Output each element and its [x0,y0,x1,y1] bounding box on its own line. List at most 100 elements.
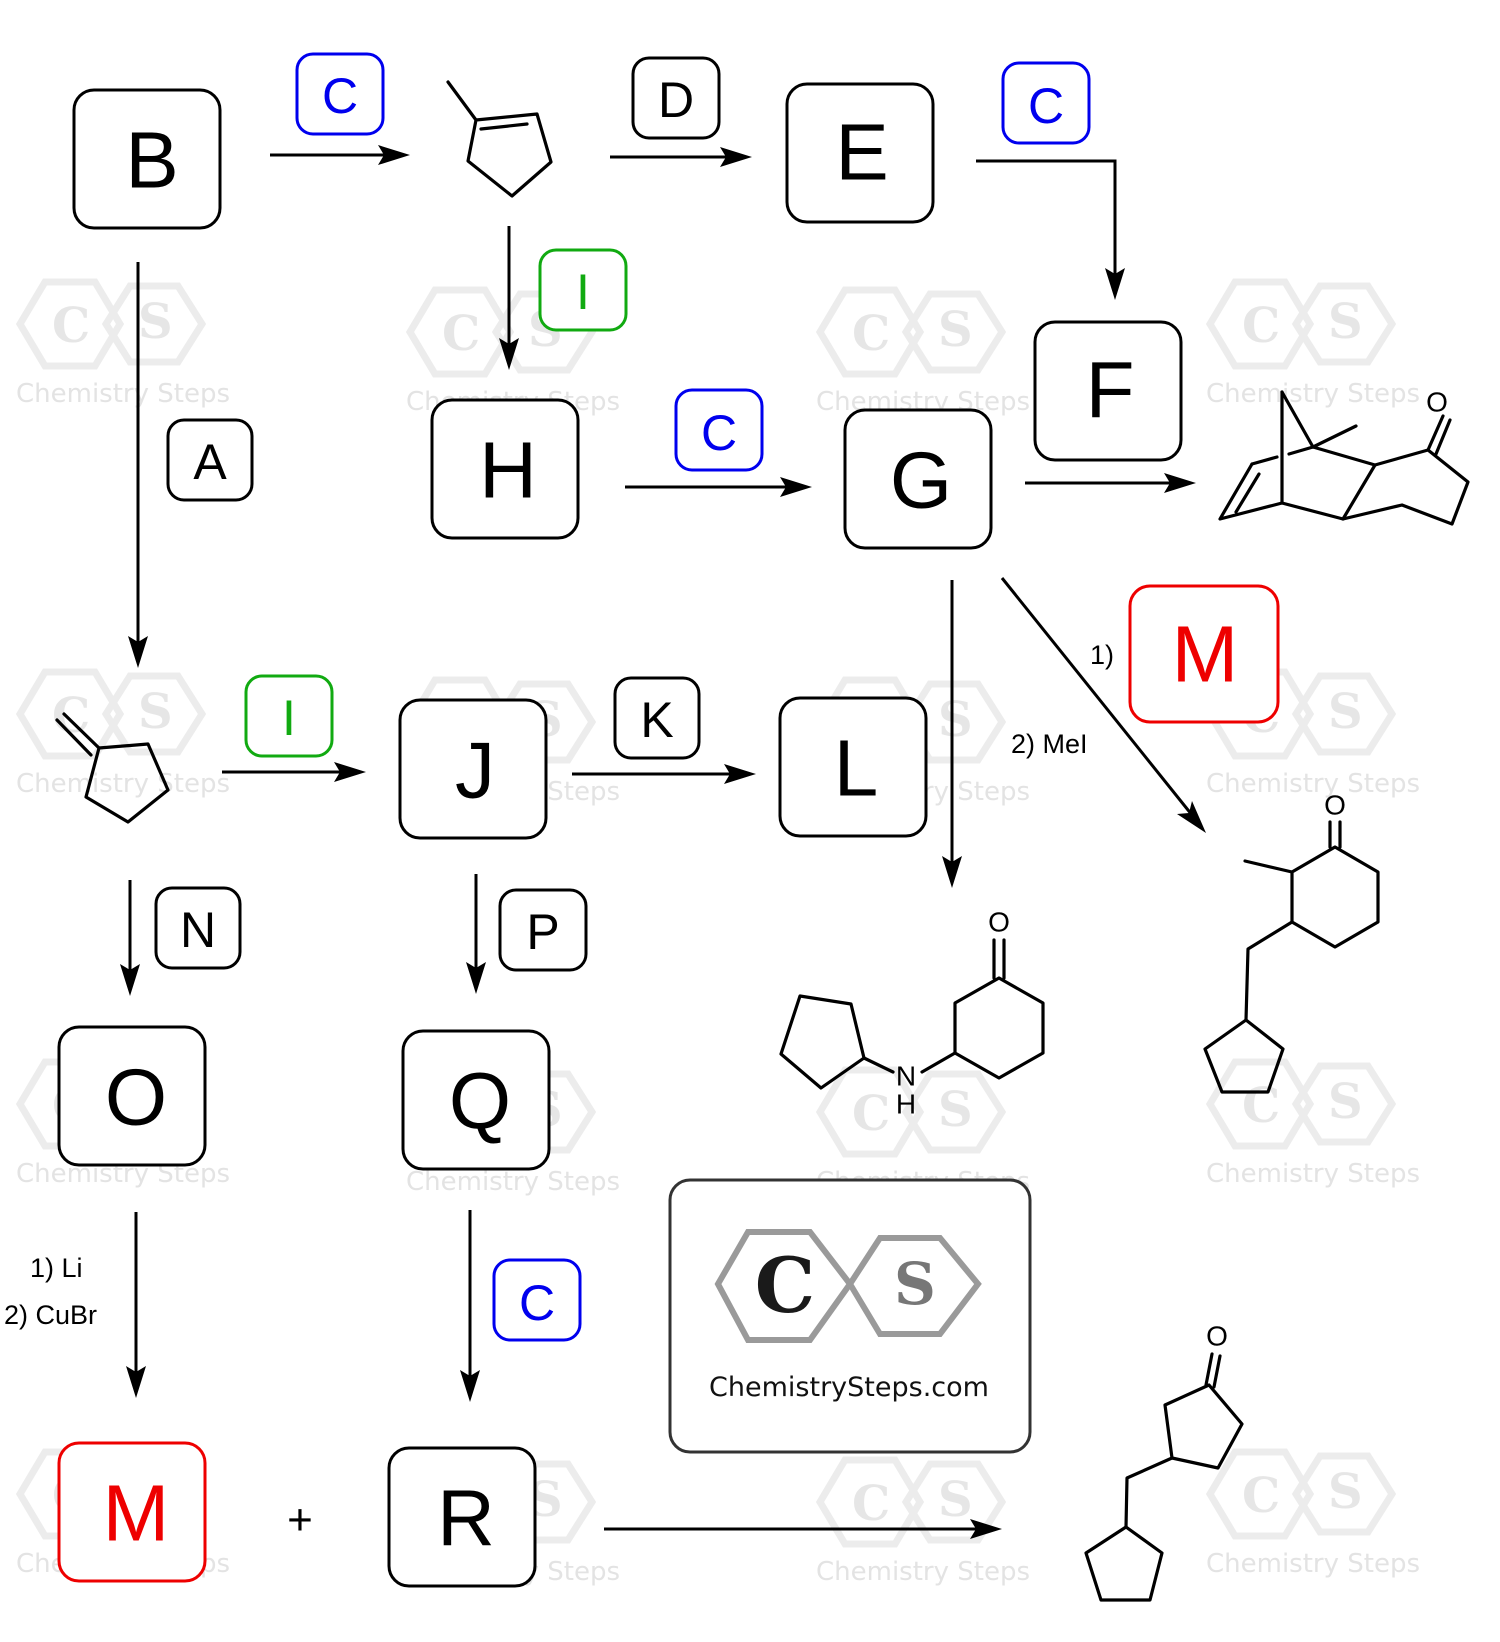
arrow-g-to-amine-product [942,580,962,888]
compound-label-q: Q [449,1057,511,1146]
reagent-label-i: I [576,264,590,320]
watermark-letter-c: C [1242,1468,1280,1524]
watermark-letter-c: C [1242,298,1280,354]
watermark-letter-s: S [1328,1464,1363,1520]
condition-li: 1) Li [30,1253,83,1283]
reagent-box-a: A [166,418,254,502]
compound-box-j: J [398,698,548,840]
reagent-label-i: I [282,690,296,746]
reagent-box-c-2: C [1001,61,1091,145]
logo-site-text: ChemistrySteps.com [709,1372,989,1403]
reagent-label-c: C [519,1275,555,1331]
watermark-text: Chemistry Steps [1206,769,1420,799]
compound-box-g: G [843,408,993,550]
atom-label-oxygen: O [1426,387,1448,418]
watermark-letter-c: C [442,306,480,362]
arrow-methylcyclopentene-to-e [610,147,752,167]
compound-box-m: M [57,1441,207,1583]
compound-box-b: B [72,88,222,230]
structure-diels-alder-product: O [1218,387,1470,526]
reagent-box-n: N [154,886,242,970]
compound-label-m: M [103,1469,170,1558]
condition-step-1: 1) [1090,640,1114,670]
watermark-text: Chemistry Steps [16,379,230,409]
watermark-letter-c: C [852,306,890,362]
reagent-box-c-1: C [295,52,385,136]
compound-box-r: R [387,1446,537,1588]
compound-box-o: O [57,1025,207,1167]
compound-box-l: L [778,696,928,838]
arrow-b-to-methylenecyclopentane [128,262,148,668]
arrow-e-to-f [976,159,1125,300]
structure-methylenecyclopentane [55,712,170,824]
arrow-b-to-methylcyclopentene [270,145,410,165]
watermark-letter-s: S [938,692,973,748]
watermark-text: Chemistry Steps [1206,1549,1420,1579]
watermark-letter-s: S [138,684,173,740]
logo-letter-c: C [755,1241,816,1330]
atom-label-oxygen: O [1206,1321,1228,1352]
watermark-letter-s: S [138,294,173,350]
atom-label-oxygen: O [988,907,1010,938]
compound-label-g: G [890,436,952,525]
watermark-letter-s: S [938,1472,973,1528]
structure-final-product: O [1084,1321,1244,1602]
arrow-m-plus-r-to-final-product [604,1519,1002,1539]
arrow-g-to-diels-alder-product [1025,473,1196,493]
reagent-label-m: M [1172,610,1239,699]
atom-label-nitrogen: N [896,1061,916,1092]
arrow-methylcyclopentene-to-h [499,226,519,370]
watermark-letter-c: C [52,298,90,354]
compound-label-e: E [835,108,888,197]
atom-label-hydrogen: H [896,1089,916,1120]
compound-box-e: E [785,82,935,224]
logo-letter-s: S [894,1250,936,1318]
chemistrysteps-logo-card: C S ChemistrySteps.com [668,1178,1032,1454]
arrow-methylenecyclopentane-to-o [120,880,140,996]
condition-cubr: 2) CuBr [4,1300,97,1330]
compound-label-l: L [834,724,879,813]
arrow-j-to-l [572,764,756,784]
compound-box-h: H [430,398,580,540]
reagent-label-c: C [1028,78,1064,134]
reagent-label-a: A [193,434,227,490]
structure-methylated-product: O [1203,790,1380,1094]
watermark-letter-s: S [938,1082,973,1138]
reagent-box-p: P [498,888,588,972]
compound-label-o: O [105,1053,167,1142]
compound-label-f: F [1086,346,1135,435]
compound-label-r: R [437,1474,495,1563]
compound-label-b: B [125,116,178,205]
condition-step-2: 2) MeI [1011,729,1088,759]
compound-box-q: Q [401,1029,551,1171]
watermark-letter-s: S [1328,294,1363,350]
watermark-letter-s: S [1328,684,1363,740]
arrow-methylenecyclopentane-to-j [222,762,366,782]
compound-label-h: H [479,426,537,515]
watermark-text: Chemistry Steps [1206,379,1420,409]
plus-sign: + [287,1496,313,1545]
atom-label-oxygen: O [1324,790,1346,821]
reagent-box-d: D [631,56,721,140]
arrow-o-to-m [126,1212,146,1398]
watermark-letter-s: S [938,302,973,358]
watermark-text: Chemistry Steps [406,1167,620,1197]
watermark-letter-c: C [852,1476,890,1532]
watermark-text: Chemistry Steps [1206,1159,1420,1189]
structure-methylcyclopentene [446,80,553,198]
reagent-label-k: K [640,692,673,748]
arrow-h-to-g [625,477,812,497]
compound-label-j: J [455,726,495,815]
reagent-label-d: D [658,72,694,128]
watermark-letter-c: C [1242,1078,1280,1134]
reagent-box-k: K [613,676,701,760]
watermark-letter-s: S [1328,1074,1363,1130]
